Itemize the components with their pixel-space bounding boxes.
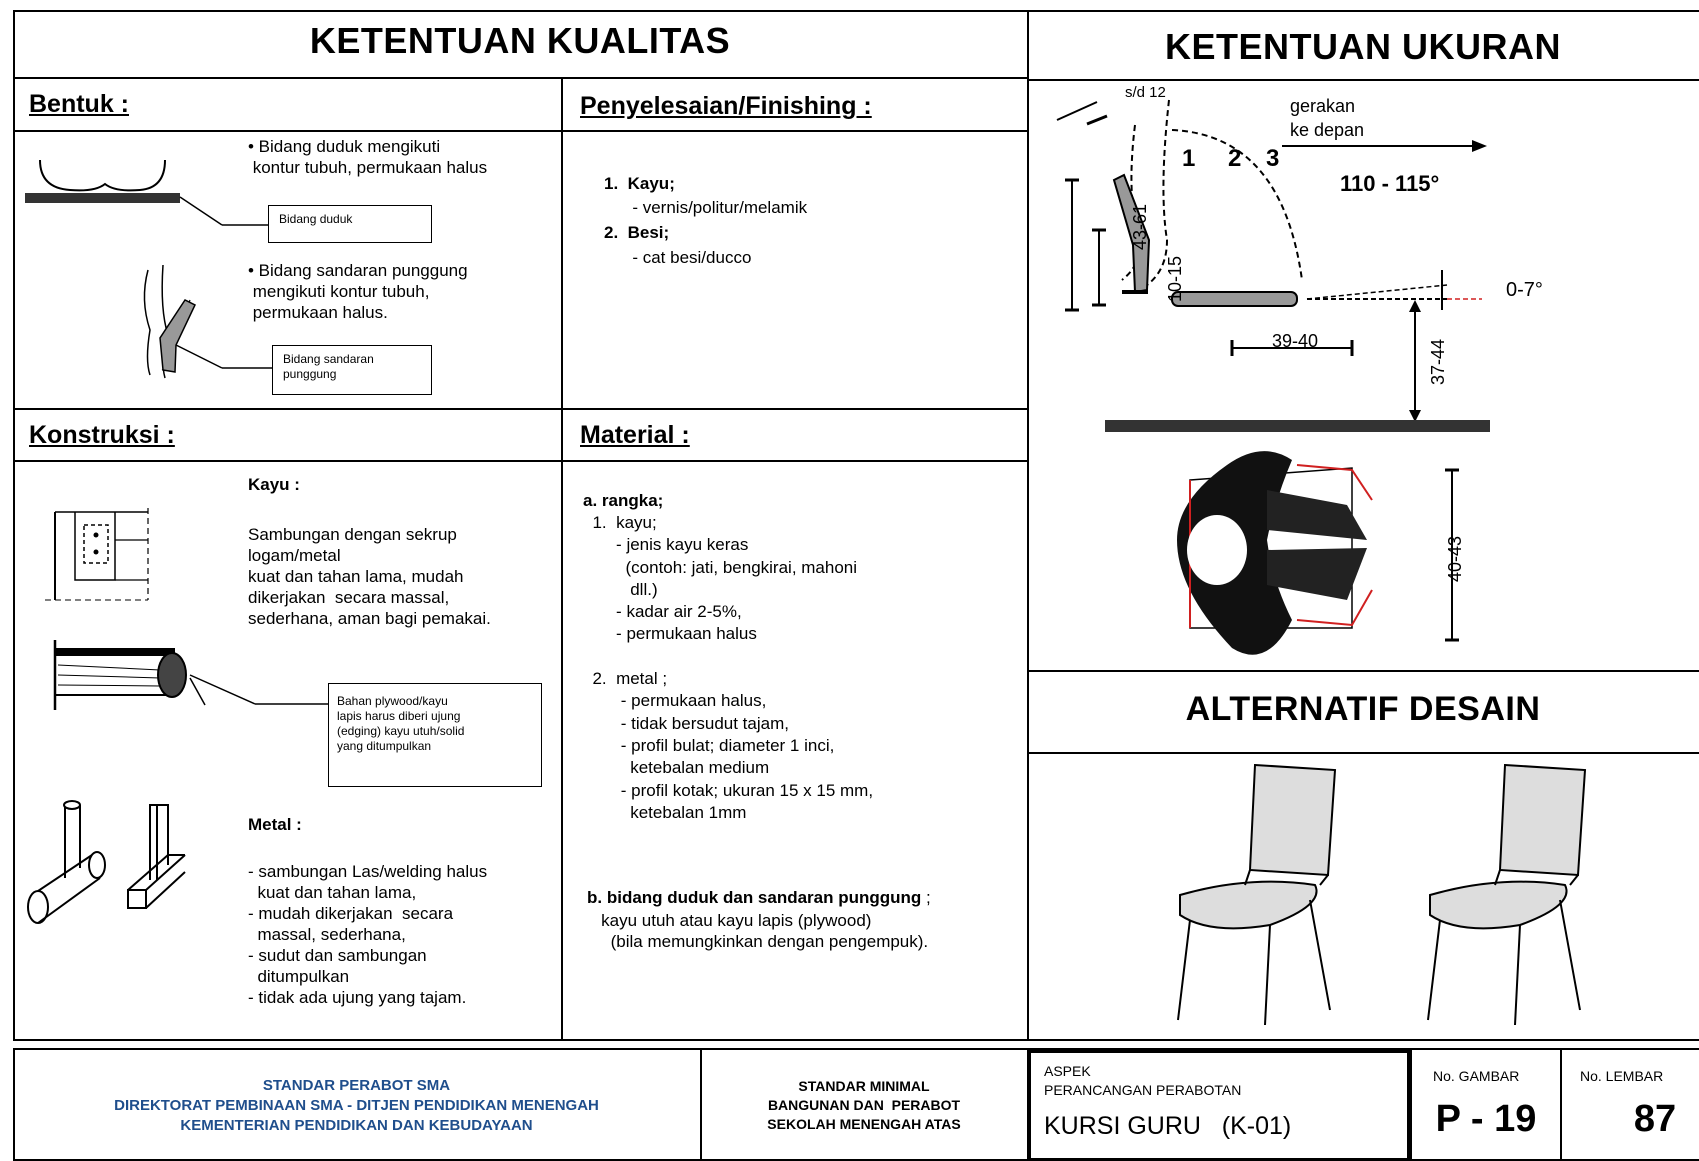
footer-div-3: [1410, 1048, 1412, 1161]
joint-illustrations: [27, 508, 328, 924]
footer-gambar-value: P - 19: [1435, 1098, 1537, 1140]
label-motion: gerakan ke depan: [1290, 96, 1365, 140]
material-heading: Material :: [580, 421, 690, 449]
material-b-suffix: ;: [921, 888, 931, 907]
footer-frame: [13, 1048, 1699, 1161]
label-height-lumbar: 10-15: [1165, 255, 1185, 302]
footer-gambar-label: No. GAMBAR: [1433, 1068, 1520, 1084]
label-position-1: 1: [1182, 145, 1196, 172]
material-b-text: kayu utuh atau kayu lapis (plywood) (bil…: [601, 911, 929, 951]
label-sd12: s/d 12: [1125, 84, 1166, 101]
bentuk-point-back: • Bidang sandaran punggung mengikuti kon…: [248, 261, 468, 322]
finishing-line-2: - vernis/politur/melamik: [604, 198, 808, 217]
finishing-heading: Penyelesaian/Finishing :: [580, 92, 872, 120]
konstruksi-kayu-text: Sambungan dengan sekrup logam/metal kuat…: [248, 525, 491, 628]
label-tilt: 0-7°: [1506, 279, 1543, 301]
footer-div-1: [700, 1048, 702, 1161]
label-width: 40-43: [1445, 535, 1465, 582]
main-frame: [13, 10, 1699, 1041]
footer-lembar-value: 87: [1633, 1098, 1677, 1140]
bentuk-point-seat: • Bidang duduk mengikuti kontur tubuh, p…: [248, 137, 488, 177]
konstruksi-kayu-label: Kayu :: [248, 475, 300, 494]
label-angle: 110 - 115°: [1340, 171, 1440, 196]
alternative-chair-illustrations: [1177, 763, 1587, 1026]
bentuk-heading: Bentuk :: [29, 90, 129, 118]
label-seat-height: 37-44: [1428, 338, 1448, 385]
finishing-line-4: - cat besi/ducco: [604, 248, 752, 267]
divider-konstruksi-heading: [13, 460, 1027, 462]
footer-aspek-box: [1028, 1050, 1410, 1161]
label-depth: 39-40: [1272, 331, 1319, 351]
quality-title: KETENTUAN KUALITAS: [309, 20, 731, 61]
footer-lembar-label: No. LEMBAR: [1580, 1068, 1664, 1084]
material-b-line: b. bidang duduk dan sandaran punggung ;: [587, 887, 931, 908]
konstruksi-heading: Konstruksi :: [29, 421, 175, 449]
footer-item: KURSI GURU (K-01): [1044, 1112, 1292, 1140]
footer-standard: STANDAR MINIMAL BANGUNAN DAN PERABOT SEK…: [767, 1078, 961, 1132]
divider-size-alt: [1027, 670, 1699, 672]
material-a-title: a. rangka;: [583, 491, 664, 510]
chair-sketch-2: [1427, 763, 1587, 1026]
konstruksi-metal-label: Metal :: [248, 815, 302, 834]
footer-aspek: ASPEK PERANCANGAN PERABOTAN: [1044, 1063, 1242, 1098]
label-position-3: 3: [1266, 145, 1280, 172]
finishing-line-1: 1. Kayu;: [604, 174, 675, 193]
konstruksi-metal-text: - sambungan Las/welding halus kuat dan t…: [248, 862, 488, 1007]
chair-dimension-diagram: [1056, 99, 1490, 655]
konstruksi-plywood-box: Bahan plywood/kayu lapis harus diberi uj…: [328, 683, 542, 787]
divider-title: [13, 77, 1027, 79]
divider-left-columns: [561, 77, 563, 1041]
bentuk-box-seat: Bidang duduk: [268, 205, 432, 243]
finishing-line-3: 2. Besi;: [604, 223, 670, 242]
divider-size-title: [1027, 79, 1699, 81]
seat-contour-illustration: [25, 159, 272, 379]
material-a-text: 1. kayu; - jenis kayu keras (contoh: jat…: [592, 513, 874, 822]
footer-org: STANDAR PERABOT SMA DIREKTORAT PEMBINAAN…: [114, 1077, 599, 1134]
bentuk-box-back: Bidang sandaran punggung: [272, 345, 432, 395]
label-position-2: 2: [1228, 145, 1242, 172]
label-height-back: 43-61: [1130, 203, 1150, 250]
divider-bentuk-heading: [13, 130, 1027, 132]
alternative-title: ALTERNATIF DESAIN: [1185, 690, 1541, 728]
divider-alt-title: [1027, 752, 1699, 754]
material-b-title: b. bidang duduk dan sandaran punggung: [587, 888, 922, 907]
size-title: KETENTUAN UKURAN: [1165, 26, 1561, 67]
divider-quality-size: [1027, 10, 1029, 1041]
divider-middle: [13, 408, 1027, 410]
footer-div-4: [1560, 1048, 1562, 1161]
chair-sketch-1: [1177, 763, 1337, 1026]
